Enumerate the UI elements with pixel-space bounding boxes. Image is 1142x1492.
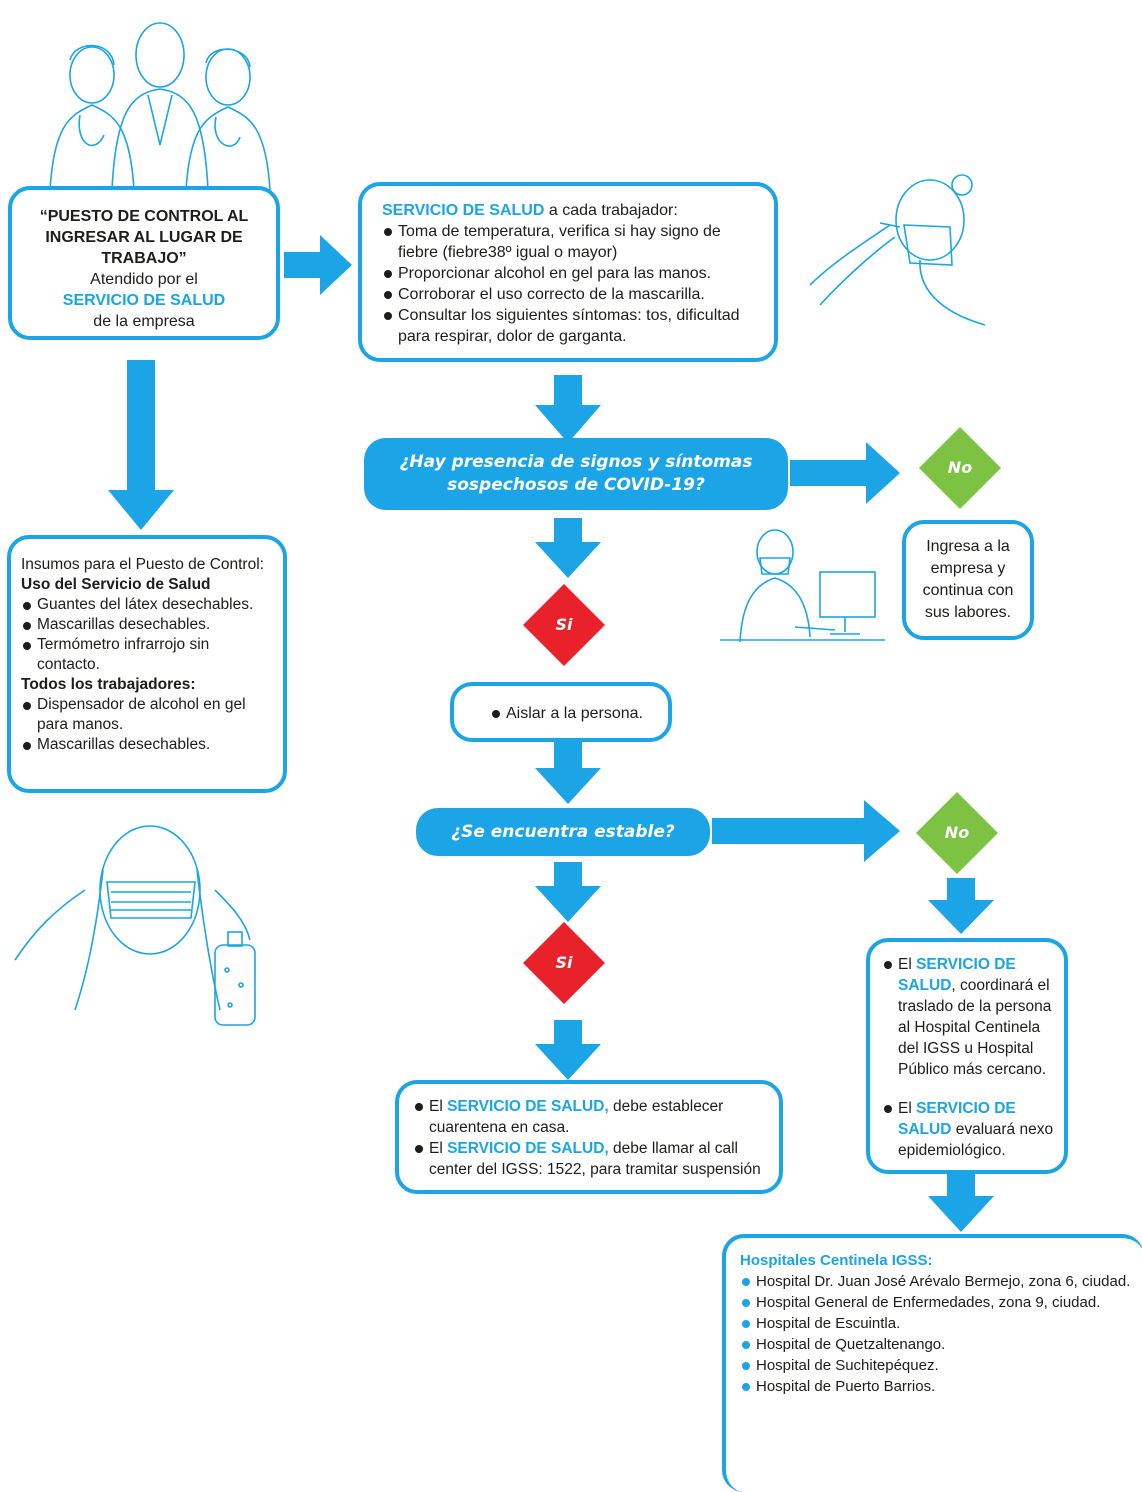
medical-staff-illustration	[49, 22, 271, 191]
list-item: Hospital Dr. Juan José Arévalo Bermejo, …	[740, 1271, 1138, 1292]
no-label-1: No	[947, 458, 973, 477]
list-item: El SERVICIO DE SALUD, debe llamar al cal…	[413, 1138, 769, 1180]
quarantine-box: El SERVICIO DE SALUD, debe establecer cu…	[395, 1080, 783, 1194]
supplies-title: Insumos para el Puesto de Control:	[21, 556, 264, 573]
arrow-down-1	[535, 375, 601, 443]
supplies-box: Insumos para el Puesto de Control: Uso d…	[7, 535, 287, 793]
list-item: Consultar los siguientes síntomas: tos, …	[382, 305, 760, 347]
arrow-down-3	[535, 742, 601, 804]
hospitals-box: Hospitales Centinela IGSS: Hospital Dr. …	[722, 1234, 1142, 1492]
supplies-sub2: Todos los trabajadores:	[21, 676, 196, 693]
list-item: El SERVICIO DE SALUD evaluará nexo epide…	[882, 1098, 1054, 1161]
arrow-down-2	[535, 518, 601, 578]
arrow-down-4	[535, 862, 601, 922]
enter-company-box: Ingresa a la empresa y continua con sus …	[902, 520, 1034, 640]
question1-line2: sospechosos de COVID-19?	[447, 475, 705, 495]
temperature-check-illustration	[809, 174, 986, 326]
list-item: Hospital de Quetzaltenango.	[740, 1334, 1138, 1355]
arrow-right-3	[712, 800, 900, 862]
service-actions-box: SERVICIO DE SALUD a cada trabajador: Tom…	[358, 182, 778, 362]
isolate-box: Aislar a la persona.	[450, 682, 672, 742]
control-service-name: SERVICIO DE SALUD	[62, 292, 226, 309]
hospitals-title: Hospitales Centinela IGSS:	[740, 1252, 933, 1269]
question-covid-symptoms: ¿Hay presencia de signos y síntomas sosp…	[364, 438, 788, 510]
list-item: El SERVICIO DE SALUD, coordinará el tras…	[882, 954, 1054, 1080]
list-item: Termómetro infrarrojo sin contacto.	[21, 635, 275, 675]
list-item: Hospital General de Enfermedades, zona 9…	[740, 1292, 1138, 1313]
arrow-down-7	[928, 1174, 994, 1232]
service-list: Toma de temperatura, verifica si hay sig…	[382, 221, 760, 347]
question1-line1: ¿Hay presencia de signos y síntomas	[399, 452, 753, 472]
mask-and-gel-illustration	[14, 825, 256, 1026]
list-item: Mascarillas desechables.	[21, 615, 275, 635]
list-item: Aislar a la persona.	[490, 703, 668, 724]
arrow-right-1	[284, 235, 352, 295]
question2-text: ¿Se encuentra estable?	[451, 822, 675, 842]
list-item: Corroborar el uso correcto de la mascari…	[382, 284, 760, 305]
service-lead: SERVICIO DE SALUD a cada trabajador:	[382, 202, 678, 219]
control-point-box: “PUESTO DE CONTROL AL INGRESAR AL LUGAR …	[8, 186, 280, 340]
arrow-down-6	[928, 878, 994, 934]
list-item: Proporcionar alcohol en gel para las man…	[382, 263, 760, 284]
question-stable: ¿Se encuentra estable?	[416, 808, 710, 856]
list-item: Hospital de Puerto Barrios.	[740, 1376, 1138, 1397]
enter-company-text: Ingresa a la empresa y continua con sus …	[922, 538, 1014, 621]
list-item: Mascarillas desechables.	[21, 735, 275, 755]
control-title-line2: INGRESAR AL LUGAR DE TRABAJO”	[45, 229, 243, 267]
control-company: de la empresa	[93, 313, 195, 330]
office-worker-illustration	[720, 529, 885, 643]
list-item: Hospital de Escuintla.	[740, 1313, 1138, 1334]
list-item: Guantes del látex desechables.	[21, 595, 275, 615]
control-title-line1: “PUESTO DE CONTROL AL	[39, 208, 249, 225]
list-item: El SERVICIO DE SALUD, debe establecer cu…	[413, 1096, 769, 1138]
arrow-right-2	[790, 442, 900, 504]
list-item: Hospital de Suchitepéquez.	[740, 1355, 1138, 1376]
si-label-1: Si	[555, 615, 573, 634]
control-attended-by: Atendido por el	[90, 271, 198, 288]
transfer-box: El SERVICIO DE SALUD, coordinará el tras…	[866, 938, 1068, 1174]
arrow-down-5	[535, 1020, 601, 1080]
list-item: Toma de temperatura, verifica si hay sig…	[382, 221, 760, 263]
list-item: Dispensador de alcohol en gel para manos…	[21, 695, 275, 735]
si-label-2: Si	[555, 953, 573, 972]
supplies-sub1: Uso del Servicio de Salud	[21, 576, 211, 593]
no-label-2: No	[944, 823, 970, 842]
arrow-down-left	[108, 360, 174, 530]
